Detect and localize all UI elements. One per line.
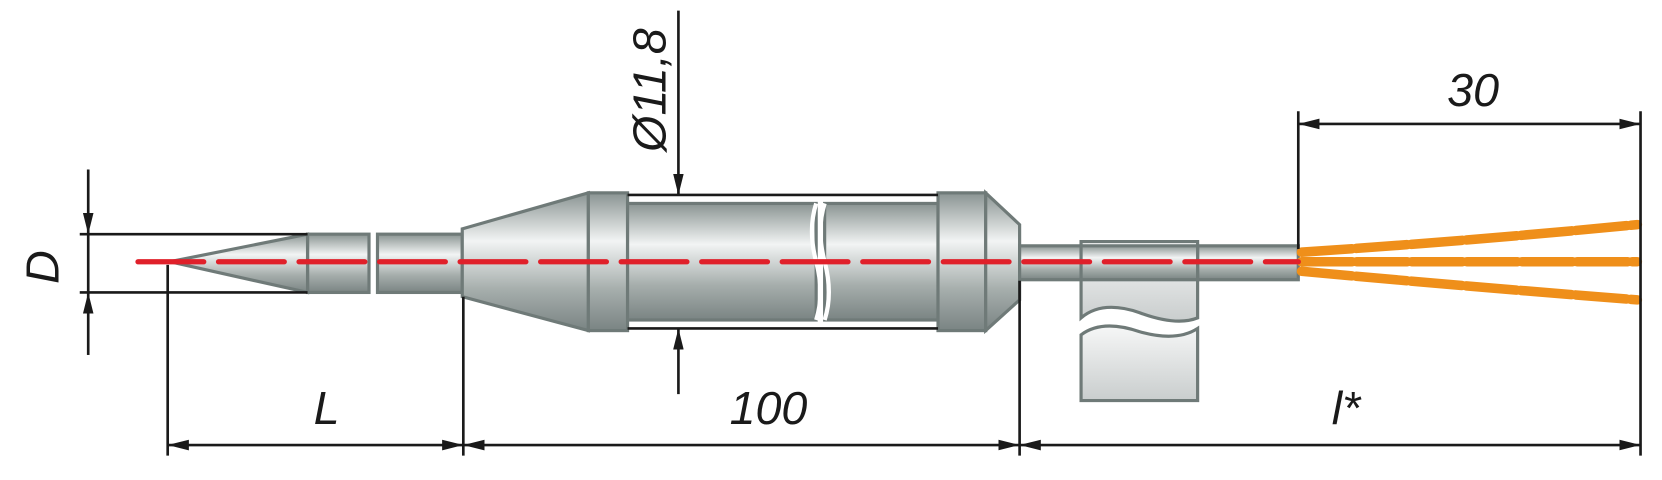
dimension-bottom: L 100 l* [166,264,1641,456]
label-body-diameter: Ø11,8 [624,28,676,154]
dimension-D: D [17,169,308,355]
label-D: D [17,250,69,284]
dimension-body-diameter: Ø11,8 [624,10,684,395]
thermocouple-wires [1296,219,1643,305]
dimension-30: 30 [1296,64,1642,456]
label-L: L [314,382,340,434]
label-30: 30 [1447,64,1499,116]
mounting-clamp [1079,240,1200,403]
label-100: 100 [730,382,808,434]
label-lead-length: l* [1332,382,1362,434]
